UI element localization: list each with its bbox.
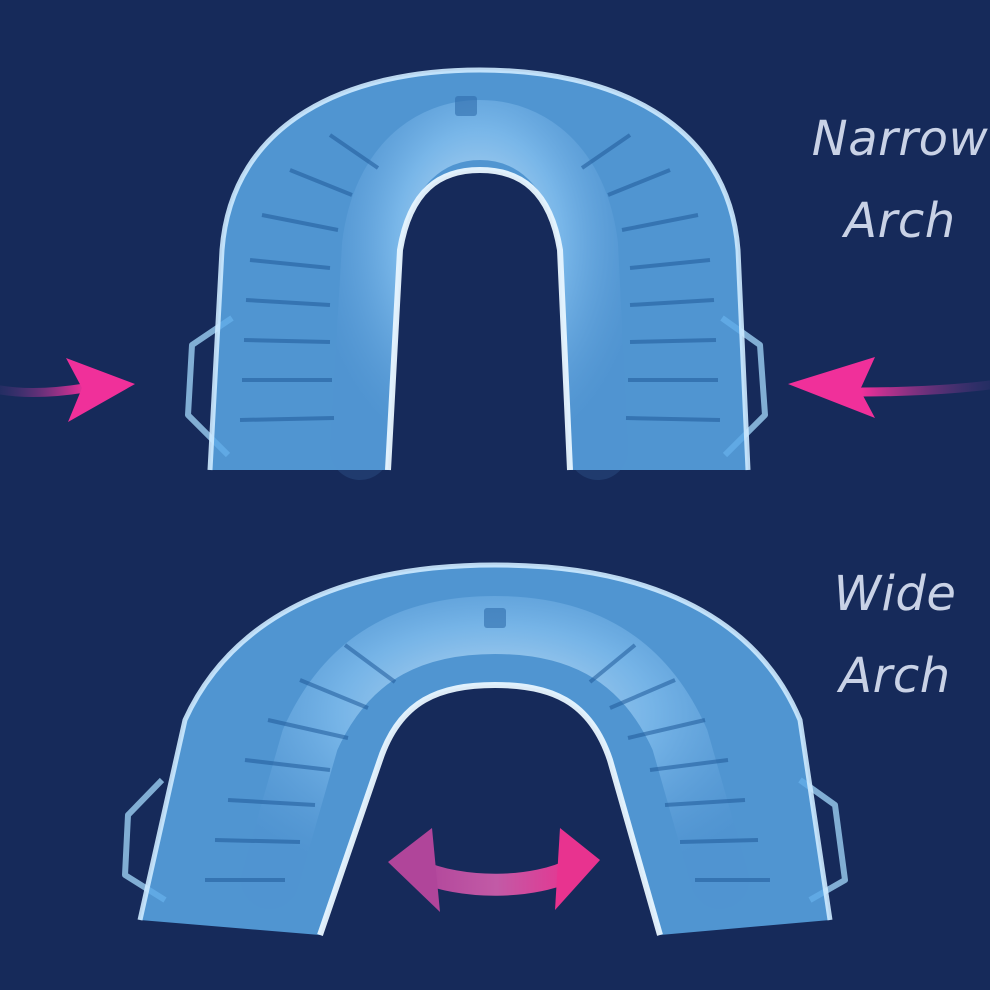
arrow-right-icon <box>0 358 135 422</box>
wide-arch-mouthguard <box>122 562 848 936</box>
narrow-arch-mouthguard <box>185 67 768 480</box>
arrow-left-icon <box>788 357 990 418</box>
wide-arch-label-line2: Arch <box>839 648 951 704</box>
double-arrow-icon <box>388 828 600 912</box>
narrow-arch-label: Narrow Arch <box>800 115 990 245</box>
wide-arch-label-line1: Wide <box>833 566 957 622</box>
narrow-arch-label-line2: Arch <box>844 193 956 249</box>
narrow-arch-label-line1: Narrow <box>811 111 989 167</box>
wide-arch-label: Wide Arch <box>825 570 965 700</box>
